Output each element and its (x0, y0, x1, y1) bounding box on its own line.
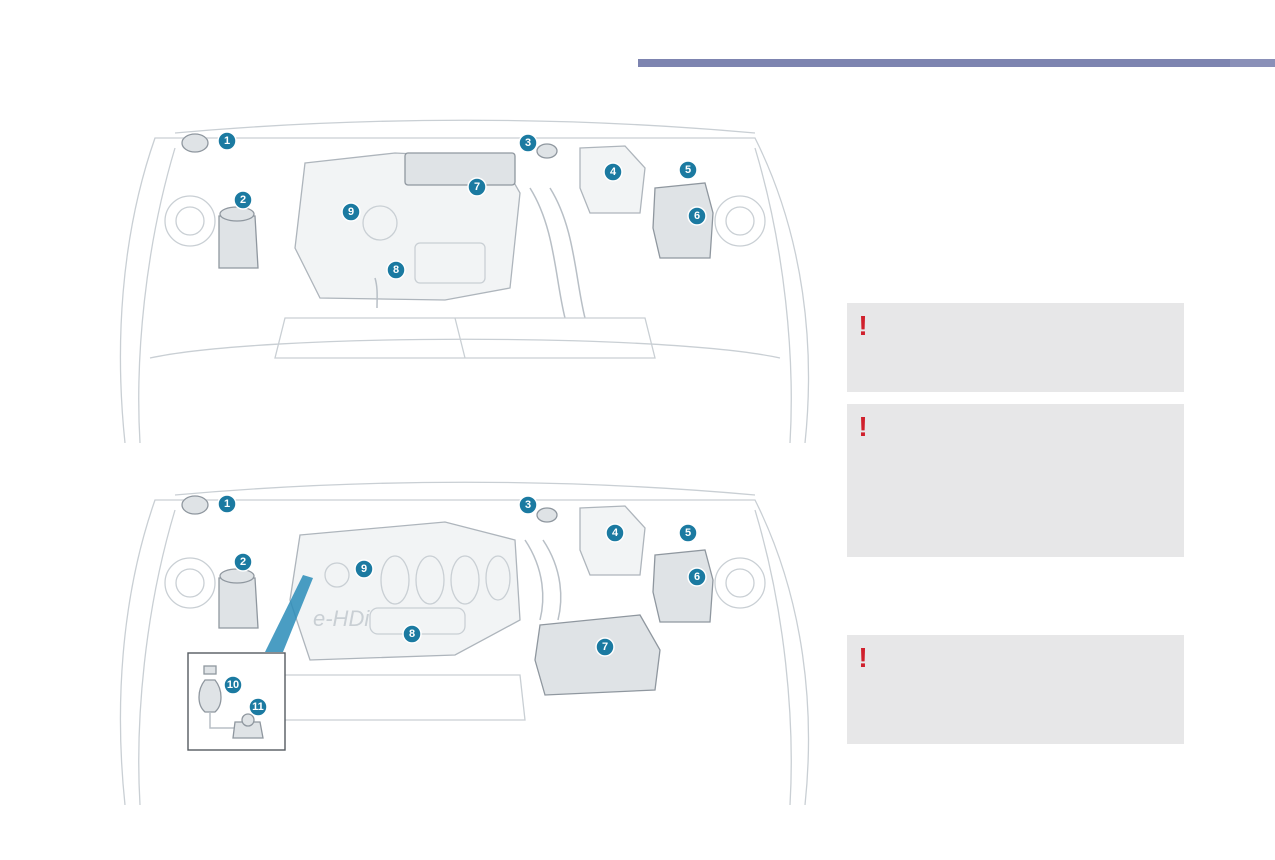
callout-1: 1 (217, 494, 237, 514)
callout-4: 4 (603, 162, 623, 182)
callout-4: 4 (605, 523, 625, 543)
svg-text:7: 7 (602, 641, 608, 653)
callout-7: 7 (467, 177, 487, 197)
callout-10: 10 (223, 675, 243, 695)
svg-text:4: 4 (612, 527, 619, 539)
ehdi-logo-text: e-HDi (313, 606, 370, 631)
svg-text:4: 4 (610, 166, 617, 178)
warning-icon: ! (858, 310, 868, 341)
svg-text:7: 7 (474, 181, 480, 193)
callout-5: 5 (678, 160, 698, 180)
svg-text:1: 1 (224, 498, 230, 510)
callout-9: 9 (341, 202, 361, 222)
callout-11: 11 (248, 697, 268, 717)
engine-compartment-diagram-petrol: 1 2 3 4 5 6 7 8 9 (115, 118, 815, 443)
svg-text:8: 8 (393, 264, 399, 276)
svg-text:10: 10 (227, 679, 239, 691)
svg-text:2: 2 (240, 194, 246, 206)
engine-diagram-svg-2: e-HDi 1 2 3 4 5 6 7 8 9 (119, 481, 810, 805)
warning-box-2: ! (847, 404, 1184, 557)
svg-text:6: 6 (694, 571, 700, 583)
callout-8: 8 (386, 260, 406, 280)
engine-compartment-diagram-diesel: e-HDi 1 2 3 4 5 6 7 8 9 (115, 480, 815, 805)
callout-3: 3 (518, 133, 538, 153)
callout-2: 2 (233, 552, 253, 572)
warning-icon: ! (858, 411, 868, 442)
engine-diagram-svg-1: 1 2 3 4 5 6 7 8 9 (119, 119, 810, 443)
svg-text:1: 1 (224, 135, 230, 147)
callout-2: 2 (233, 190, 253, 210)
svg-text:9: 9 (348, 206, 354, 218)
callout-5: 5 (678, 523, 698, 543)
svg-text:11: 11 (252, 701, 264, 713)
callout-6: 6 (687, 206, 707, 226)
callout-6: 6 (687, 567, 707, 587)
svg-text:8: 8 (409, 628, 415, 640)
svg-text:6: 6 (694, 210, 700, 222)
callout-9: 9 (354, 559, 374, 579)
svg-text:5: 5 (685, 164, 691, 176)
svg-text:2: 2 (240, 556, 246, 568)
warning-icon: ! (858, 642, 868, 673)
svg-text:9: 9 (361, 563, 367, 575)
callout-7: 7 (595, 637, 615, 657)
header-accent-bar-end (1230, 59, 1275, 67)
inset-pointer (265, 575, 313, 652)
callout-1: 1 (217, 131, 237, 151)
warning-box-3: ! (847, 635, 1184, 744)
callout-8: 8 (402, 624, 422, 644)
callout-3: 3 (518, 495, 538, 515)
header-accent-bar (638, 59, 1275, 67)
warning-box-1: ! (847, 303, 1184, 392)
svg-text:5: 5 (685, 527, 691, 539)
svg-text:3: 3 (525, 137, 531, 149)
svg-text:3: 3 (525, 499, 531, 511)
